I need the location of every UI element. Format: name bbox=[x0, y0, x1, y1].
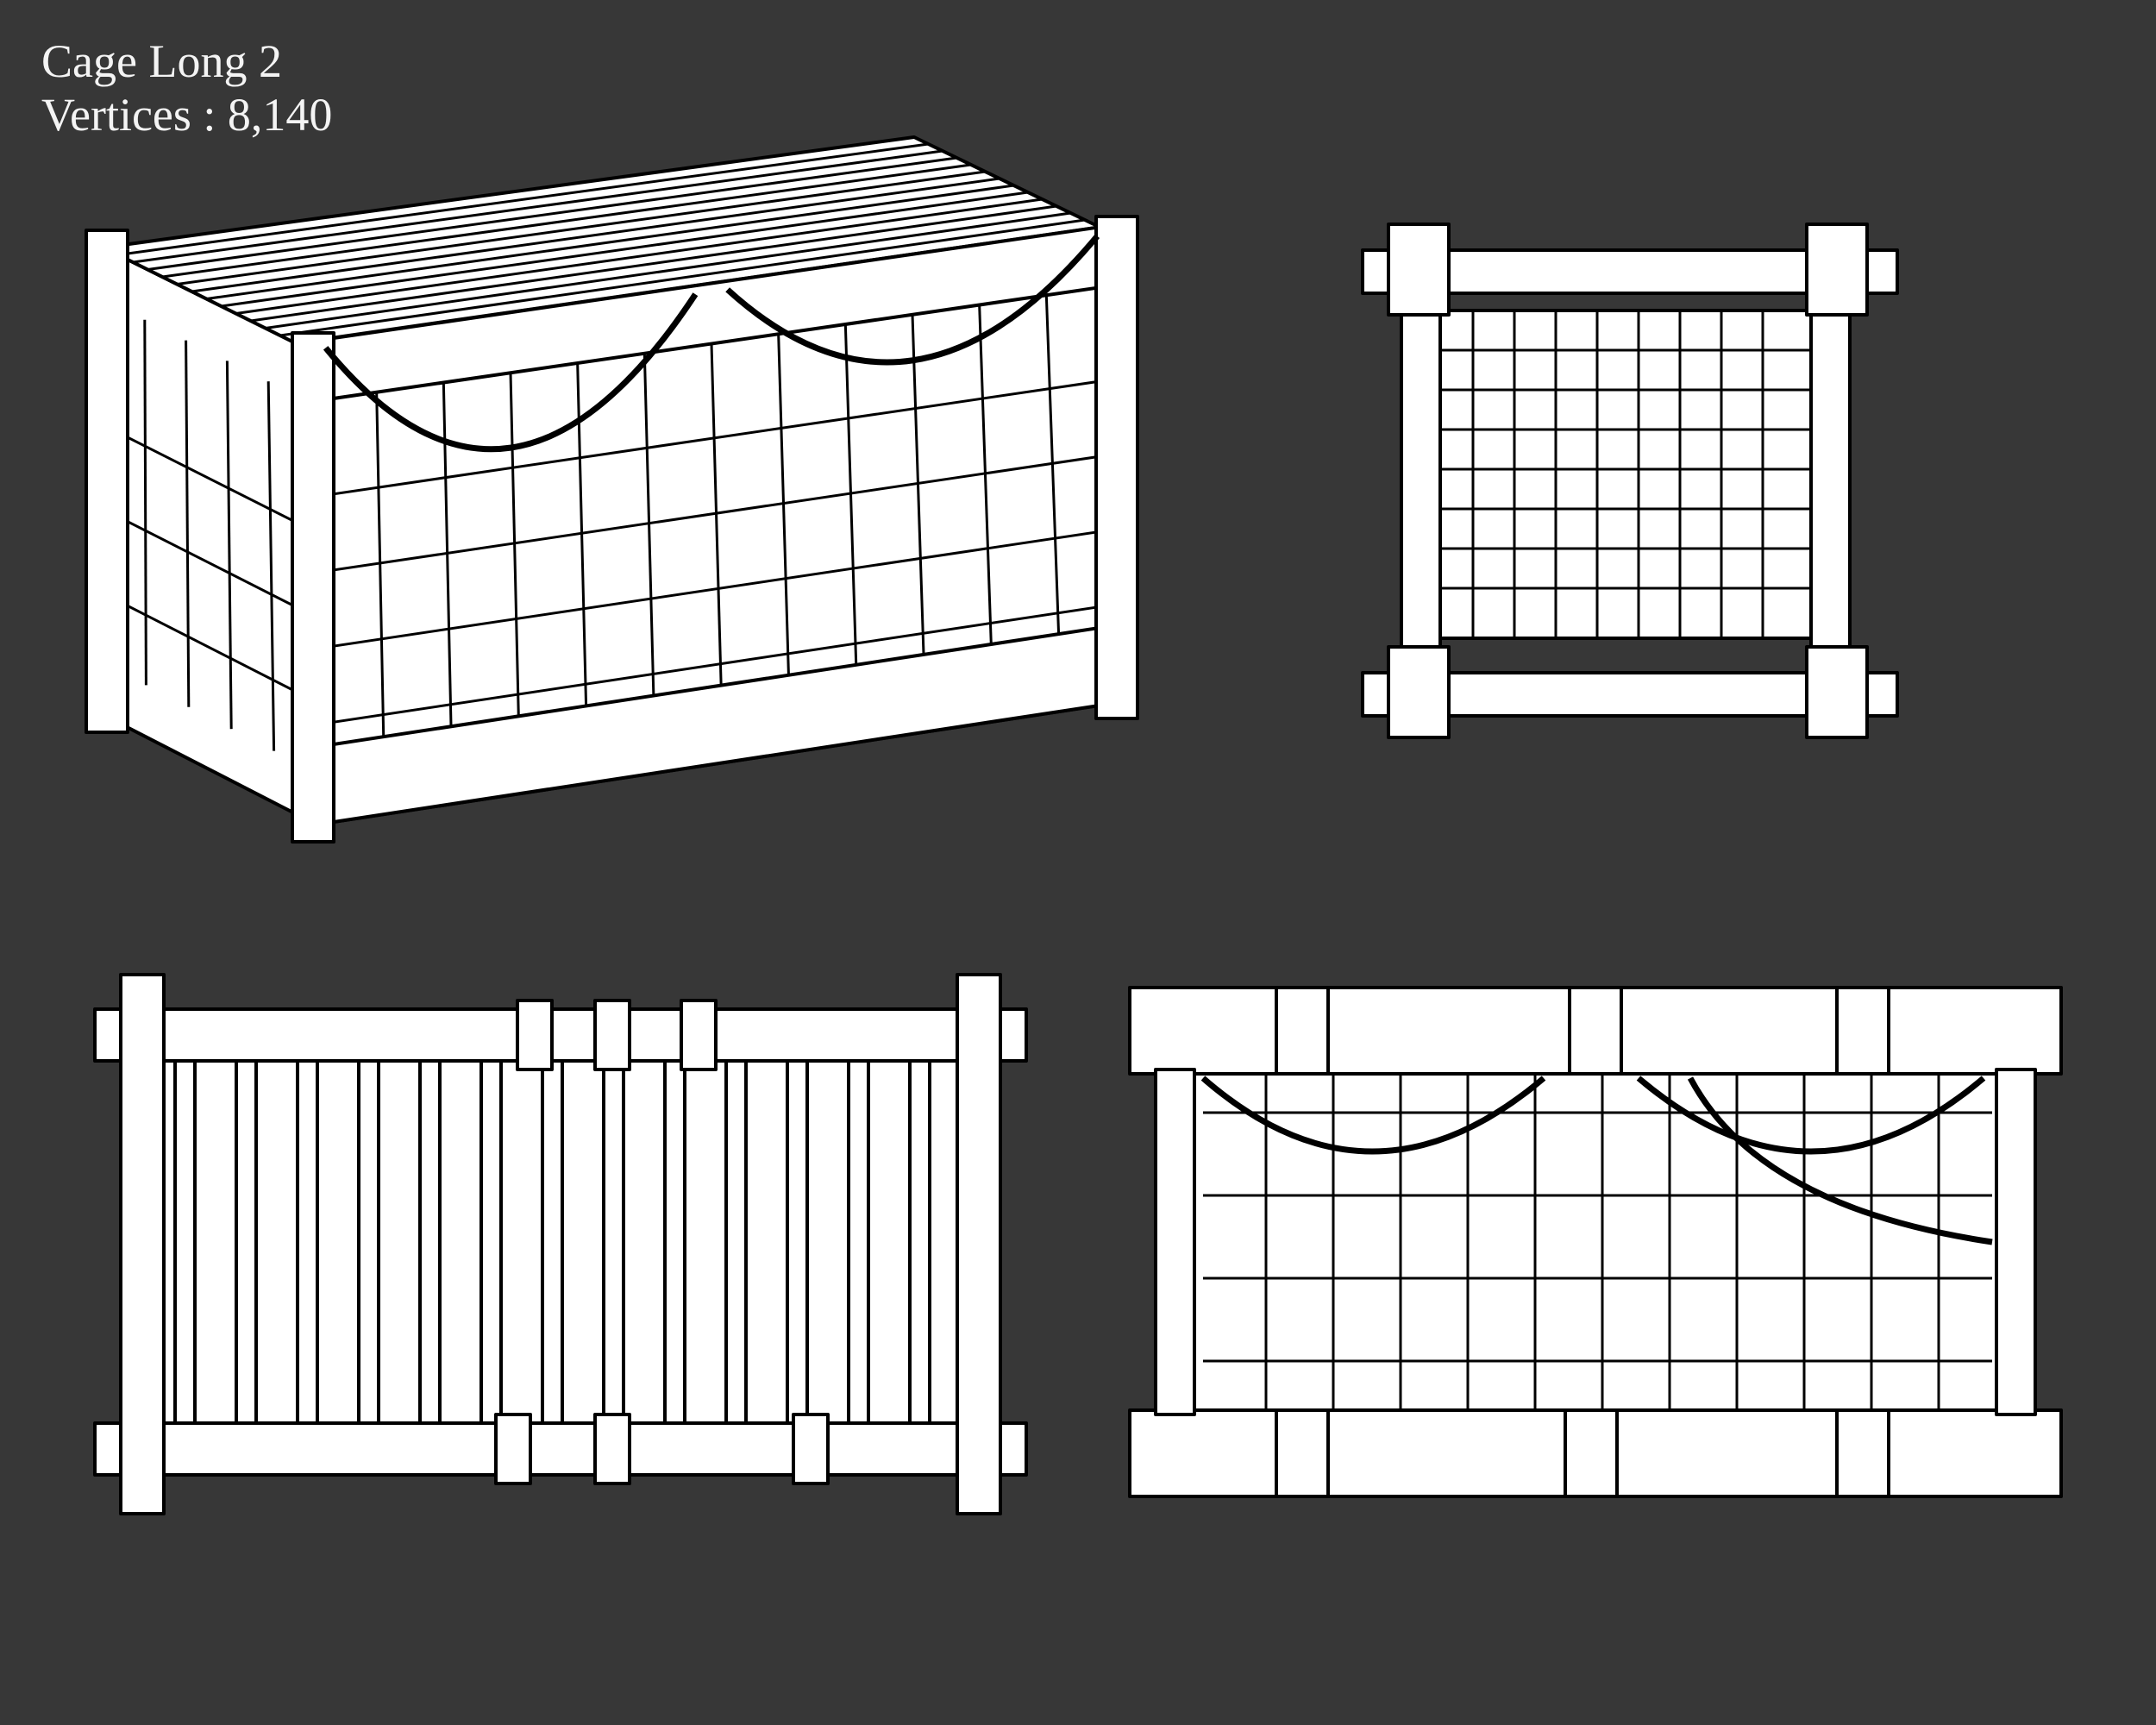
beam-block bbox=[1568, 986, 1623, 1076]
lid-slat bbox=[561, 1059, 605, 1425]
beam-block bbox=[1564, 1408, 1619, 1498]
lid-slat bbox=[117, 142, 929, 256]
lid-slat bbox=[622, 1059, 667, 1425]
lid-slat bbox=[250, 204, 1057, 323]
corner-block bbox=[1387, 645, 1451, 739]
top-panel-bg bbox=[119, 1016, 993, 1468]
right-post bbox=[1995, 1068, 2037, 1416]
cage-bar bbox=[143, 319, 147, 686]
rope-swag bbox=[1687, 1076, 1993, 1245]
rope-lashing bbox=[680, 999, 718, 1071]
corner-block bbox=[1805, 223, 1869, 317]
cage-bar bbox=[103, 508, 315, 618]
cage-bar bbox=[642, 353, 656, 722]
corner-post bbox=[1094, 215, 1139, 720]
beam-block bbox=[1835, 986, 1890, 1076]
rope-lashing bbox=[494, 1413, 532, 1485]
left-post bbox=[1400, 292, 1442, 674]
right-post bbox=[1809, 292, 1852, 674]
lid-slat bbox=[235, 198, 1043, 315]
perspective-view bbox=[85, 135, 1139, 844]
cage-bar bbox=[509, 373, 521, 743]
corner-block bbox=[1805, 645, 1869, 739]
lid-slat bbox=[265, 211, 1071, 329]
cage-bar bbox=[311, 377, 1119, 499]
beam-block bbox=[1275, 986, 1330, 1076]
cage-bar bbox=[312, 452, 1120, 574]
cage-bar bbox=[1044, 295, 1062, 660]
rope-lashing bbox=[516, 999, 554, 1071]
lid-slat bbox=[254, 1059, 299, 1425]
lid-slat bbox=[499, 1059, 544, 1425]
lid-slat bbox=[744, 1059, 789, 1425]
corner-post bbox=[291, 331, 335, 844]
cage-bar bbox=[266, 381, 276, 751]
lid-slat bbox=[316, 1059, 360, 1425]
cage-bar bbox=[103, 592, 316, 703]
rope-lashing bbox=[792, 1413, 830, 1485]
top-view bbox=[93, 973, 1028, 1515]
lid-slat bbox=[279, 218, 1086, 337]
lid-slat bbox=[132, 149, 943, 264]
lid-slat bbox=[147, 156, 957, 271]
cage-bar bbox=[978, 304, 993, 670]
left-post bbox=[119, 973, 166, 1515]
top-beam bbox=[93, 1007, 1028, 1063]
rope-lashing bbox=[593, 999, 631, 1071]
side-view bbox=[1361, 223, 1899, 739]
front-panel-bg bbox=[1158, 1059, 2024, 1425]
cage-bar bbox=[185, 340, 191, 707]
rope-swag bbox=[1636, 1076, 1986, 1155]
lid-slat bbox=[683, 1059, 728, 1425]
lid-slat bbox=[177, 170, 986, 285]
rope-swag bbox=[1200, 1076, 1546, 1155]
lid-slat bbox=[193, 1059, 238, 1425]
lid-slat bbox=[191, 177, 1000, 293]
cage-bar bbox=[375, 392, 385, 763]
lid-slat bbox=[221, 191, 1029, 308]
lid-slat bbox=[805, 1059, 850, 1425]
front-view bbox=[1128, 986, 2063, 1498]
cage-bar bbox=[777, 334, 791, 701]
lid-slat bbox=[438, 1059, 483, 1425]
cage-bar bbox=[315, 601, 1125, 726]
lid-slat bbox=[377, 1059, 422, 1425]
beam-block bbox=[1275, 1408, 1330, 1498]
rope-swag bbox=[323, 292, 699, 453]
cage-bar bbox=[710, 343, 724, 712]
vertex-count: Vertices : 8,140 bbox=[41, 89, 333, 141]
model-title: Cage Long 2 bbox=[41, 35, 282, 87]
cage-bar bbox=[103, 423, 313, 532]
cage-bar bbox=[843, 323, 859, 691]
rope-swag bbox=[725, 234, 1100, 366]
bottom-beam bbox=[93, 1421, 1028, 1477]
cage-bar bbox=[313, 526, 1123, 650]
cage-bar bbox=[576, 362, 588, 732]
lid-slat bbox=[867, 1059, 912, 1425]
corner-post bbox=[85, 229, 129, 734]
cage-bar bbox=[911, 314, 926, 681]
cage-bar bbox=[225, 361, 233, 730]
corner-block bbox=[1387, 223, 1451, 317]
left-post bbox=[1154, 1068, 1196, 1416]
lid-slat bbox=[206, 184, 1014, 300]
right-post bbox=[956, 973, 1002, 1515]
side-panel bbox=[1404, 309, 1839, 640]
rope-lashing bbox=[593, 1413, 631, 1485]
lid-slat bbox=[162, 163, 972, 279]
beam-block bbox=[1835, 1408, 1890, 1498]
